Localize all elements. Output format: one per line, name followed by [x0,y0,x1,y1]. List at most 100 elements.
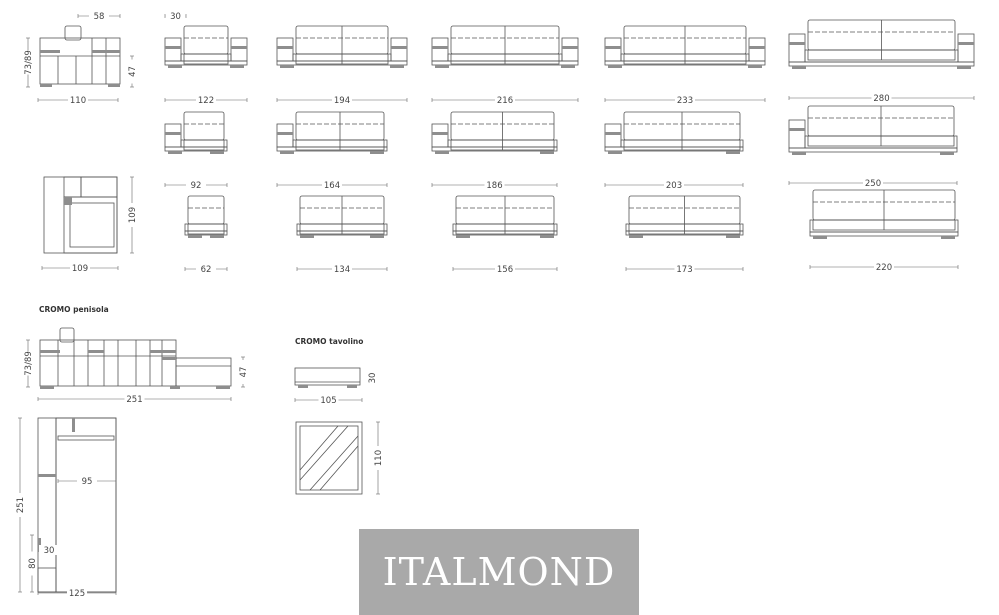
dimension-label: 105 [320,396,336,406]
sofa-foot [370,235,384,238]
dimension-label: 134 [334,265,350,275]
dimension-label-bg [495,264,515,274]
dimension-label-bg [332,264,352,274]
chaise-front [175,357,232,387]
dimension-label: 47 [239,367,249,378]
dimension-label: 80 [28,558,38,569]
arm-accent [432,132,448,135]
grey-block [88,350,104,353]
arm-accent [789,128,805,131]
sofa-seat [180,53,232,62]
sofa-arm [788,33,806,63]
dimension-label-bg [15,493,25,517]
sofa-arm [431,37,449,62]
sofa-arm [957,33,975,63]
arm-accent [277,46,293,49]
sofa-arm [276,37,294,62]
dimension-label-bg [39,545,59,555]
sofa-arm [748,37,766,62]
arm-accent [605,132,621,135]
sofa-foot [940,152,954,155]
sofa-foot [168,151,182,154]
dimension-label-bg [664,180,684,190]
grey-block [40,50,60,53]
dimension-label-bg [318,395,339,405]
sofa-foot [540,151,554,154]
dimension-label-bg [67,588,87,598]
dimension-label: 251 [16,497,26,513]
sofa-foot [370,151,384,154]
sofa-seat [184,223,228,232]
dimension-label: 62 [201,265,212,275]
sofa-foot [726,235,740,238]
grey-block [108,84,120,87]
dimension-label-bg [124,394,145,404]
sofa-foot [188,235,202,238]
arm-accent [432,46,448,49]
arm-accent [231,46,247,49]
table-top-view [295,421,363,495]
dimension-label-bg [127,59,137,84]
corner-block [80,176,118,198]
back-cushion [183,111,225,141]
dimension-label-bg [165,11,186,21]
sofa-foot [230,65,244,68]
arm-accent [605,46,621,49]
back-cushion [187,195,225,225]
dimension-label: 125 [69,589,85,599]
table-foot [347,385,357,388]
sofa-arm [788,119,806,149]
dimension-label: 110 [374,450,384,466]
dimension-label-bg [322,180,342,190]
dimension-label: 109 [72,264,88,274]
dimension-label-bg [70,263,90,273]
dimension-label-bg [196,95,216,105]
sofa-foot [390,65,404,68]
drawing-lines [18,14,975,595]
back-accent [72,418,75,432]
dimension-label-bg [674,264,695,274]
sofa-arm [230,37,248,62]
headrest [59,327,75,343]
glass-hatch [319,445,359,491]
sofa-foot [748,65,762,68]
sofa-base [788,147,958,153]
dimension-label-bg [89,11,109,21]
dimension-label-bg [196,264,216,274]
dimension-label: 233 [677,96,693,106]
sofa-base [788,61,975,67]
dimension-label-bg [77,476,97,486]
dimension-label: 250 [865,179,881,189]
arm-accent [562,46,578,49]
grey-block [64,197,72,205]
corner-block [63,196,118,254]
sofa-arm [604,123,622,148]
table-foot [298,385,308,388]
grey-block [92,50,120,53]
grey-block [40,350,60,353]
sofa-foot [957,66,971,69]
back-edge [57,435,115,441]
grey-block [150,350,176,353]
dimension-label: 251 [126,395,142,405]
penisola-title: CROMO penisola [39,305,109,314]
dimension-label: 109 [128,207,138,223]
grey-block [216,386,230,389]
dimension-label: 30 [170,12,181,22]
dimension-label: 95 [82,477,93,487]
chaise-end [37,567,57,593]
sofa-foot [608,151,622,154]
sofa-foot [210,151,224,154]
headrest [64,25,82,41]
grey-block [40,84,52,87]
dimension-label: 122 [198,96,214,106]
grey-block [40,386,54,389]
dimension-label-bg [367,366,377,390]
dimension-label-bg [68,95,88,105]
sofa-base [164,60,248,66]
dimension-label-bg [495,95,515,105]
corner-block [63,176,82,198]
dimension-label: 164 [324,181,340,191]
